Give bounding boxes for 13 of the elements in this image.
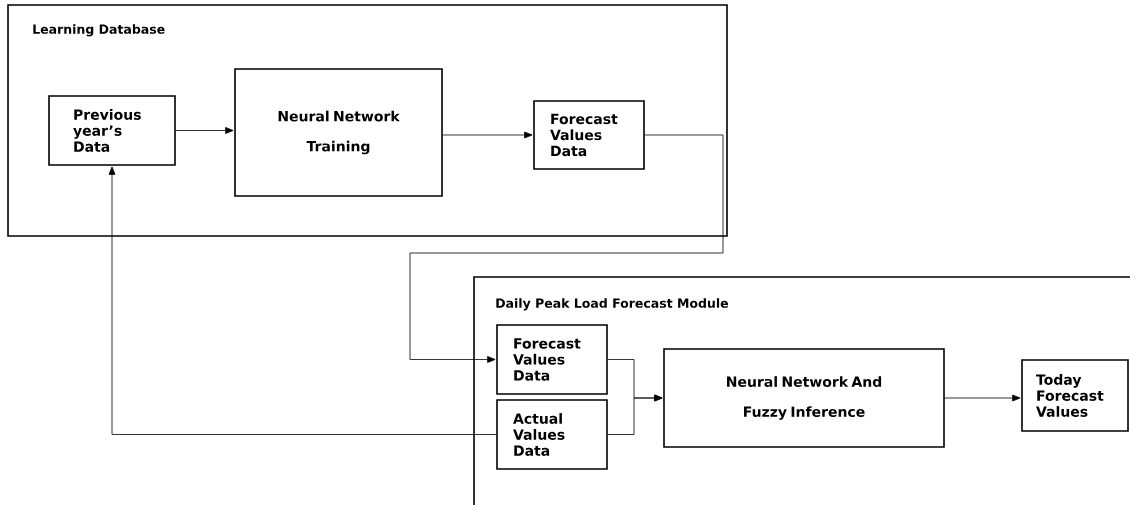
- data-box: Forecast Values Data: [533, 100, 645, 170]
- arrow: [944, 394, 1021, 402]
- arrow: [409, 134, 724, 363]
- arrow: [442, 131, 533, 139]
- data-box: Actual Values Data: [496, 399, 608, 470]
- data-box: Forecast Values Data: [496, 324, 608, 395]
- data-box: Today Forecast Values: [1021, 359, 1129, 432]
- arrow: [108, 166, 497, 435]
- process-box: Neural Network And Fuzzy Inference: [663, 348, 945, 448]
- process-box: Neural Network Training: [234, 68, 443, 197]
- arrow: [175, 127, 234, 134]
- arrow: [607, 394, 663, 435]
- data-box: Previous year’s Data: [48, 95, 176, 166]
